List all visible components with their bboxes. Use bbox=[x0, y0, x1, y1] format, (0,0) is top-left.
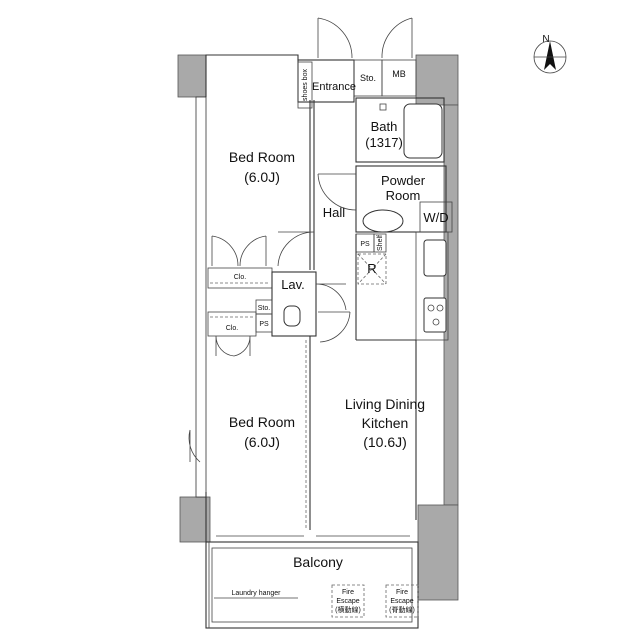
label-mb: MB bbox=[392, 69, 406, 79]
label-r: R bbox=[367, 261, 376, 276]
room-ldk-size: (10.6J) bbox=[363, 434, 407, 450]
room-bath-name: Bath bbox=[371, 119, 398, 134]
label-sto-top: Sto. bbox=[360, 73, 376, 83]
label-sto-mid: Sto. bbox=[258, 305, 271, 312]
doors bbox=[188, 17, 413, 463]
label-laundry-hanger: Laundry hanger bbox=[231, 590, 281, 597]
room-lav: Lav. bbox=[281, 277, 305, 292]
room-ldk-line2: Kitchen bbox=[362, 415, 409, 431]
interior-walls bbox=[207, 59, 453, 618]
room-powder-line2: Room bbox=[386, 188, 421, 203]
north-arrow-icon bbox=[533, 40, 567, 74]
room-bedroom-lower-size: (6.0J) bbox=[244, 434, 280, 450]
room-ldk-line1: Living Dining bbox=[345, 396, 425, 412]
fire-escape-right: Fire Escape (脊動線) bbox=[389, 589, 415, 614]
label-clo-lower: Clo. bbox=[226, 325, 239, 332]
room-bedroom-upper-size: (6.0J) bbox=[244, 169, 280, 185]
fire-escape-right-l3: (脊動線) bbox=[389, 605, 415, 614]
room-bedroom-upper-name: Bed Room bbox=[229, 149, 295, 165]
room-entrance: Entrance bbox=[312, 81, 356, 93]
room-bedroom-lower-name: Bed Room bbox=[229, 414, 295, 430]
fire-escape-left-l3: (横動線) bbox=[335, 605, 361, 614]
label-ps-top: PS bbox=[360, 241, 370, 248]
room-bath-size: (1317) bbox=[365, 135, 403, 150]
structural-walls bbox=[177, 54, 459, 601]
label-shelf: Shelf bbox=[377, 235, 384, 251]
fire-escape-left-l2: Escape bbox=[336, 598, 359, 605]
label-clo-upper: Clo. bbox=[234, 274, 247, 281]
fire-escape-left-l1: Fire bbox=[342, 589, 354, 596]
compass-label: N bbox=[542, 34, 549, 45]
fire-escape-left: Fire Escape (横動線) bbox=[335, 589, 361, 614]
label-wd: W/D bbox=[423, 210, 448, 225]
fire-escape-right-l1: Fire bbox=[396, 589, 408, 596]
room-balcony: Balcony bbox=[293, 554, 343, 570]
label-shoes-box: shoes box bbox=[302, 69, 309, 101]
label-ps-mid: PS bbox=[259, 321, 269, 328]
room-hall: Hall bbox=[323, 205, 346, 220]
room-powder-line1: Powder bbox=[381, 173, 426, 188]
fire-escape-right-l2: Escape bbox=[390, 598, 413, 605]
